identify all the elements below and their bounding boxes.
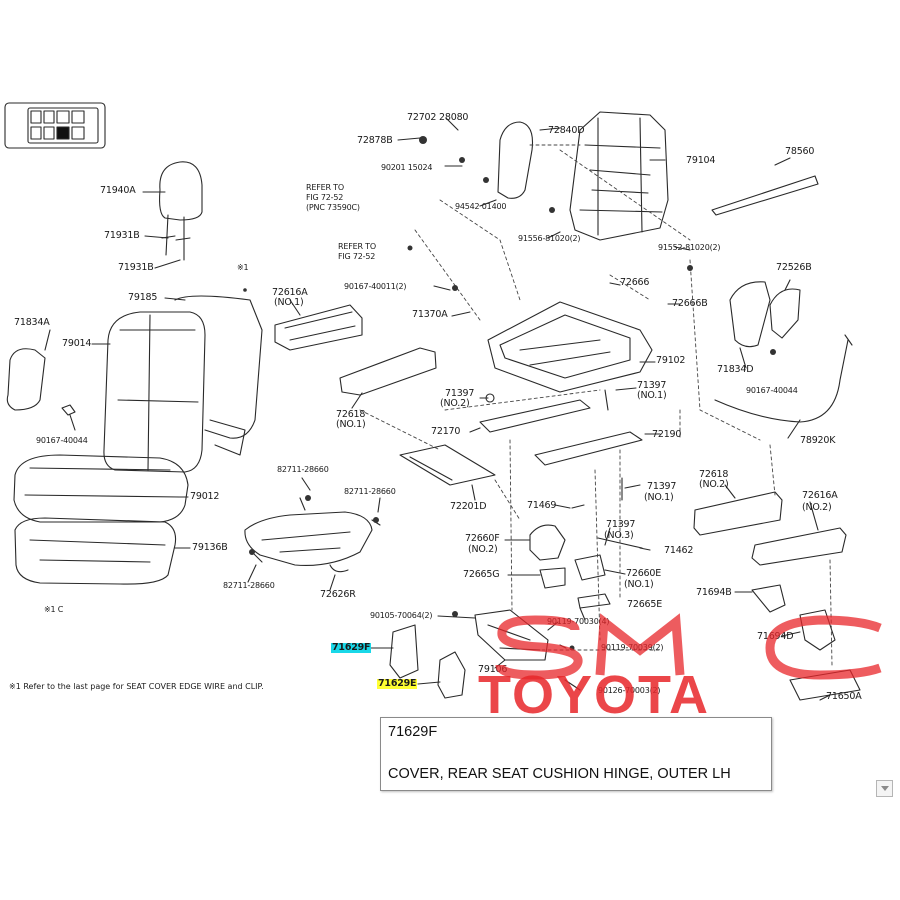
part-label-82711-28660-c[interactable]: 82711-28660 bbox=[223, 581, 275, 590]
part-label-82711-28660-b[interactable]: 82711-28660 bbox=[344, 487, 396, 496]
refer-to-label-2: REFER TO bbox=[338, 242, 376, 251]
scroll-down-button[interactable] bbox=[876, 780, 893, 797]
part-label-72878b[interactable]: 72878B bbox=[357, 135, 393, 146]
part-label-72660f[interactable]: 72660F bbox=[465, 533, 500, 544]
part-label-91556-81020[interactable]: 91556-81020(2) bbox=[518, 234, 581, 243]
footnote: ※1 Refer to the last page for SEAT COVER… bbox=[9, 682, 264, 691]
part-label-72201d[interactable]: 72201D bbox=[450, 501, 487, 512]
part-label-71940a[interactable]: 71940A bbox=[100, 185, 136, 196]
part-label-no1: (NO.1) bbox=[274, 297, 304, 308]
part-label-71931b[interactable]: 71931B bbox=[104, 230, 140, 241]
part-label-79102[interactable]: 79102 bbox=[656, 355, 686, 366]
part-label-79136b[interactable]: 79136B bbox=[192, 542, 228, 553]
part-label-72616a-no1[interactable]: 72616A bbox=[272, 287, 308, 298]
part-label-71694b[interactable]: 71694B bbox=[696, 587, 732, 598]
part-label-90119-70030[interactable]: 90119-70030(4) bbox=[547, 617, 610, 626]
seat-position-index-icon bbox=[4, 102, 106, 149]
part-label-72616a-no2[interactable]: 72616A bbox=[802, 490, 838, 501]
part-label-90119-70039[interactable]: 90119-70039(2) bbox=[601, 643, 664, 652]
refer-to-label: REFER TO bbox=[306, 183, 344, 192]
part-label-90126-70003[interactable]: 90126-70003(2) bbox=[598, 686, 661, 695]
part-label-72840d[interactable]: 72840D bbox=[548, 125, 585, 136]
part-label-94542-01400[interactable]: 94542 01400 bbox=[455, 202, 507, 211]
part-label-71834d[interactable]: 71834D bbox=[717, 364, 754, 375]
part-label-72190[interactable]: 72190 bbox=[652, 429, 682, 440]
part-label-72666[interactable]: 72666 bbox=[620, 277, 650, 288]
part-label-71694d[interactable]: 71694D bbox=[757, 631, 794, 642]
part-label-71397-no3[interactable]: 71397 bbox=[606, 519, 636, 530]
part-label-72702-28080[interactable]: 72702 28080 bbox=[407, 112, 469, 123]
refer-fig-label-2: FIG 72-52 bbox=[338, 252, 376, 261]
part-label-71629e[interactable]: 71629E bbox=[377, 678, 418, 689]
part-label-71834a[interactable]: 71834A bbox=[14, 317, 50, 328]
part-tooltip: 71629F COVER, REAR SEAT CUSHION HINGE, O… bbox=[380, 717, 772, 791]
part-label-91552-81020[interactable]: 91552-81020(2) bbox=[658, 243, 721, 252]
part-label-no2-c: (NO.2) bbox=[802, 502, 832, 513]
part-label-79104[interactable]: 79104 bbox=[686, 155, 716, 166]
part-label-71650a[interactable]: 71650A bbox=[826, 691, 862, 702]
part-label-79012[interactable]: 79012 bbox=[190, 491, 220, 502]
part-label-71397-no2[interactable]: 71397 bbox=[445, 388, 475, 399]
part-label-72618-no1[interactable]: 72618 bbox=[336, 409, 366, 420]
part-label-90167-40044-right[interactable]: 90167-40044 bbox=[746, 386, 798, 395]
part-label-72665e[interactable]: 72665E bbox=[627, 599, 663, 610]
part-label-71629f[interactable]: 71629F bbox=[331, 642, 372, 653]
part-label-no1-e: (NO.1) bbox=[624, 579, 654, 590]
part-label-no1-d: (NO.1) bbox=[644, 492, 674, 503]
chevron-down-icon bbox=[881, 786, 889, 791]
part-label-71370a[interactable]: 71370A bbox=[412, 309, 448, 320]
part-label-90105-70064[interactable]: 90105-70064(2) bbox=[370, 611, 433, 620]
part-label-71462[interactable]: 71462 bbox=[664, 545, 694, 556]
part-label-78920k[interactable]: 78920K bbox=[800, 435, 836, 446]
tooltip-part-code: 71629F bbox=[388, 724, 438, 740]
refer-fig-label: FIG 72-52 bbox=[306, 193, 344, 202]
refer-pnc-label: (PNC 73590C) bbox=[306, 203, 360, 212]
part-label-72666b[interactable]: 72666B bbox=[672, 298, 708, 309]
part-label-79185[interactable]: 79185 bbox=[128, 292, 158, 303]
part-label-90167-40044-left[interactable]: 90167-40044 bbox=[36, 436, 88, 445]
part-label-71931b-2[interactable]: 71931B bbox=[118, 262, 154, 273]
part-label-72665g[interactable]: 72665G bbox=[463, 569, 500, 580]
part-label-72526b[interactable]: 72526B bbox=[776, 262, 812, 273]
part-label-82711-28660-a[interactable]: 82711-28660 bbox=[277, 465, 329, 474]
part-label-no1-b: (NO.1) bbox=[637, 390, 667, 401]
part-label-no3: (NO.3) bbox=[604, 530, 634, 541]
part-label-no2-d: (NO.2) bbox=[468, 544, 498, 555]
part-label-90201-15024[interactable]: 90201 15024 bbox=[381, 163, 433, 172]
part-label-71397-no1[interactable]: 71397 bbox=[637, 380, 667, 391]
part-label-71469[interactable]: 71469 bbox=[527, 500, 557, 511]
part-label-71397-no11[interactable]: 71397 bbox=[647, 481, 677, 492]
part-label-78560[interactable]: 78560 bbox=[785, 146, 815, 157]
part-label-72618-no2[interactable]: 72618 bbox=[699, 469, 729, 480]
part-label-no1-c: (NO.1) bbox=[336, 419, 366, 430]
part-label-72170[interactable]: 72170 bbox=[431, 426, 461, 437]
part-label-90167-40011[interactable]: 90167-40011(2) bbox=[344, 282, 407, 291]
part-label-79106[interactable]: 79106 bbox=[478, 664, 508, 675]
part-label-no2: (NO.2) bbox=[440, 398, 470, 409]
mark-1-c-label: ※1 C bbox=[44, 605, 64, 614]
part-label-79014[interactable]: 79014 bbox=[62, 338, 92, 349]
part-label-no2-b: (NO.2) bbox=[699, 479, 729, 490]
mark-1-label: ※1 bbox=[237, 263, 249, 272]
tooltip-part-description: COVER, REAR SEAT CUSHION HINGE, OUTER LH bbox=[388, 766, 731, 782]
part-label-72626r[interactable]: 72626R bbox=[320, 589, 356, 600]
part-label-72660e[interactable]: 72660E bbox=[626, 568, 662, 579]
